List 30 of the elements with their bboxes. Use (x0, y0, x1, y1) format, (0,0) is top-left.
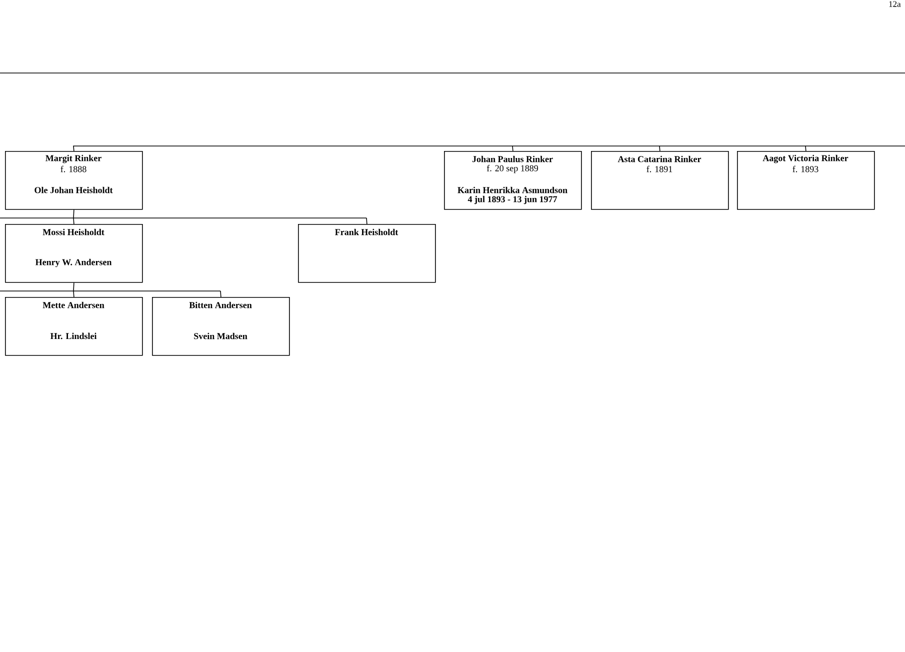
birth-date: f. 1893 (792, 166, 818, 172)
person-name: Aagot Victoria Rinker (762, 154, 848, 164)
person-box (444, 151, 582, 210)
spouse-name: Henry W. Andersen (35, 258, 112, 268)
person-box (737, 151, 875, 210)
connector (0, 209, 368, 224)
person-box (5, 297, 143, 356)
spouse-name: Hr. Lindslei (50, 332, 97, 340)
person-name: Mossi Heisholdt (42, 228, 104, 236)
spouse-name: Karin Henrikka Asmundson (458, 186, 568, 194)
connector (0, 282, 222, 298)
person-name: Asta Catarina Rinker (618, 156, 702, 162)
spouse-name: Ole Johan Heisholdt (34, 186, 113, 194)
person-box (591, 151, 729, 210)
birth-date: f. 20 sep 1889 (486, 164, 538, 174)
person-box (5, 151, 143, 210)
connector (73, 146, 905, 152)
person-name: Frank Heisholdt (335, 228, 398, 236)
life-dates: 4 jul 1893 - 13 jun 1977 (468, 196, 558, 204)
spouse-name: Svein Madsen (194, 332, 248, 340)
birth-date: f. 1888 (60, 166, 86, 172)
birth-date: f. 1891 (646, 166, 672, 172)
page-number: 12a (889, 1, 901, 7)
person-box (152, 297, 290, 356)
person-name: Mette Andersen (42, 302, 104, 308)
person-box (5, 224, 143, 283)
person-name: Johan Paulus Rinker (472, 156, 553, 162)
person-name: Bitten Andersen (189, 302, 252, 308)
person-name: Margit Rinker (46, 154, 102, 164)
person-box (298, 224, 436, 283)
